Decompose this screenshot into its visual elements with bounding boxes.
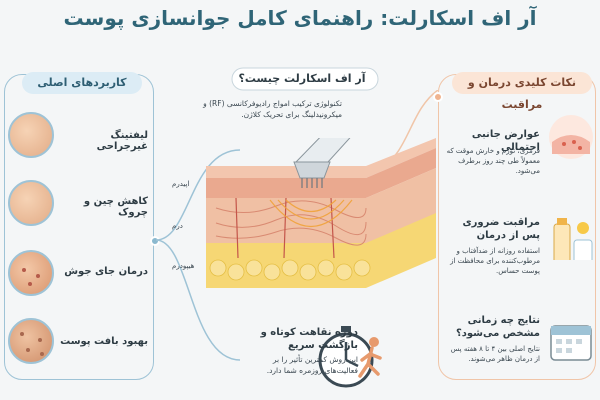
face-wrinkles-icon [8,180,54,226]
right-panel-header: نکات کلیدی درمان و مراقبت [452,72,592,111]
layer-label-epidermis: اپیدرم [172,180,190,188]
use-item-acne-scars: درمان جای جوش [64,266,148,277]
stopwatch-icon [318,326,374,388]
use-item-texture: بهبود بافت پوست [60,336,148,347]
results-title: نتایج چه زمانی مشخص می‌شود؟ [455,315,540,339]
face-lifting-icon [8,112,54,158]
right-connector-dot [433,92,443,102]
question-bubble [231,67,379,91]
question-description: تکنولوژی ترکیب امواج رادیوفرکانسی (RF) و… [203,99,342,119]
face-acne-icon [8,250,54,296]
question-title: آر اف اسکارلت چیست؟ [238,72,366,85]
face-texture-icon [8,318,54,364]
runner-icon [358,337,382,378]
calendar-icon [550,325,592,361]
skin-cross-section-illustration [206,138,436,288]
use-item-lifting: لیفتینگ غیرجراحی [96,130,148,152]
side-effects-title: عوارض جانبی احتمالی [471,129,540,153]
results-text: نتایج اصلی بین ۴ تا ۸ هفته پس از درمان ظ… [450,345,540,363]
use-item-wrinkles: کاهش چین و چروک [83,196,148,218]
recovery-title: دوره نقاهت کوتاه و بازگشت سریع [260,327,358,351]
sunscreen-icon [553,218,593,260]
layer-label-hypodermis: هیپودرم [172,262,195,270]
left-panel-header: کاربردهای اصلی [22,72,142,94]
recovery-text: این روش کمترین تأثیر را بر فعالیت‌های رو… [266,355,358,375]
aftercare-title: مراقبت ضروری پس از درمان [462,217,540,241]
aftercare-text: استفاده روزانه از ضدآفتاب و مرطوب‌کننده … [450,247,540,275]
side-effects-text: قرمزی، تورم و خارش موقت که معمولاً طی چن… [446,147,540,175]
page-title: آر اف اسکارلت: راهنمای کامل جوانسازی پوس… [63,6,537,30]
layer-label-dermis: درم [172,222,183,230]
irritated-skin-icon [549,115,593,159]
